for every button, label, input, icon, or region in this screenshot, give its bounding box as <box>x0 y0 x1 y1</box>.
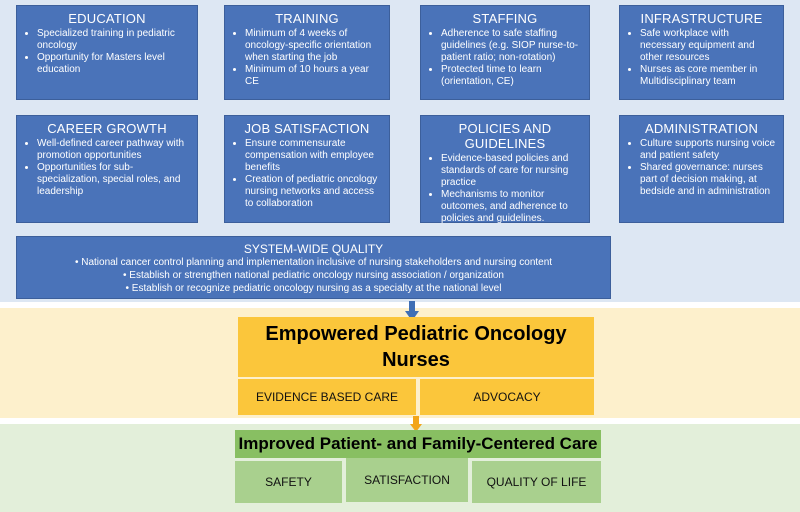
down-arrow-icon <box>405 301 419 321</box>
bullet: Specialized training in pediatric oncolo… <box>37 28 191 52</box>
box-bullets: Adherence to safe staffing guidelines (e… <box>421 28 589 88</box>
bullet: Nurses as core member in Multidisciplina… <box>640 64 777 88</box>
evidence-based-care-box: EVIDENCE BASED CARE <box>238 379 416 415</box>
bullet: Opportunities for sub-specialization, sp… <box>37 162 191 198</box>
box-title: POLICIES AND GUIDELINES <box>458 121 552 151</box>
bullet: Minimum of 4 weeks of oncology-specific … <box>245 28 383 64</box>
box-title: INFRASTRUCTURE <box>640 11 763 26</box>
bullet: Well-defined career pathway with promoti… <box>37 138 191 162</box>
system-wide-line: • Establish or strengthen national pedia… <box>123 270 504 281</box>
bullet: Adherence to safe staffing guidelines (e… <box>441 28 583 64</box>
improved-care-title: Improved Patient- and Family-Centered Ca… <box>235 430 601 458</box>
box-title: JOB SATISFACTION <box>244 121 370 136</box>
quality-of-life-box: QUALITY OF LIFE <box>472 461 601 503</box>
box-title: TRAINING <box>275 11 339 26</box>
box-title: CAREER GROWTH <box>47 121 167 136</box>
staffing-box: STAFFING Adherence to safe staffing guid… <box>420 5 590 100</box>
box-title: EDUCATION <box>68 11 146 26</box>
training-box: TRAINING Minimum of 4 weeks of oncology-… <box>224 5 390 100</box>
bullet: Ensure commensurate compensation with em… <box>245 138 383 174</box>
empowered-title: Empowered Pediatric Oncology Nurses <box>238 317 594 377</box>
bullet: Minimum of 10 hours a year CE <box>245 64 383 88</box>
bullet: Shared governance: nurses part of decisi… <box>640 162 777 198</box>
bullet: Evidence-based policies and standards of… <box>441 153 583 189</box>
infrastructure-box: INFRASTRUCTURE Safe workplace with neces… <box>619 5 784 100</box>
bullet: Opportunity for Masters level education <box>37 52 191 76</box>
system-wide-line: • National cancer control planning and i… <box>74 257 553 268</box>
job-satisfaction-box: JOB SATISFACTION Ensure commensurate com… <box>224 115 390 223</box>
bullet: Safe workplace with necessary equipment … <box>640 28 777 64</box>
box-bullets: Culture supports nursing voice and patie… <box>620 138 783 198</box>
policies-guidelines-box: POLICIES AND GUIDELINES Evidence-based p… <box>420 115 590 225</box>
box-bullets: Well-defined career pathway with promoti… <box>17 138 197 198</box>
bullet: Protected time to learn (orientation, CE… <box>441 64 583 88</box>
satisfaction-box: SATISFACTION <box>346 458 468 502</box>
box-title: ADMINISTRATION <box>644 121 759 136</box>
box-bullets: Safe workplace with necessary equipment … <box>620 28 783 88</box>
education-box: EDUCATION Specialized training in pediat… <box>16 5 198 100</box>
box-bullets: Minimum of 4 weeks of oncology-specific … <box>225 28 389 88</box>
box-bullets: Specialized training in pediatric oncolo… <box>17 28 197 76</box>
advocacy-box: ADVOCACY <box>420 379 594 415</box>
box-title: STAFFING <box>472 11 538 26</box>
safety-box: SAFETY <box>235 461 342 503</box>
box-bullets: Evidence-based policies and standards of… <box>421 153 589 225</box>
box-bullets: Ensure commensurate compensation with em… <box>225 138 389 210</box>
bullet: Creation of pediatric oncology nursing n… <box>245 174 383 210</box>
administration-box: ADMINISTRATION Culture supports nursing … <box>619 115 784 223</box>
bullet: Culture supports nursing voice and patie… <box>640 138 777 162</box>
bullet: Mechanisms to monitor outcomes, and adhe… <box>441 189 583 225</box>
system-wide-quality-box: SYSTEM-WIDE QUALITY • National cancer co… <box>16 236 611 299</box>
down-arrow-icon <box>410 416 422 432</box>
career-growth-box: CAREER GROWTH Well-defined career pathwa… <box>16 115 198 223</box>
system-wide-title: SYSTEM-WIDE QUALITY <box>243 242 384 256</box>
system-wide-line: • Establish or recognize pediatric oncol… <box>125 283 502 294</box>
